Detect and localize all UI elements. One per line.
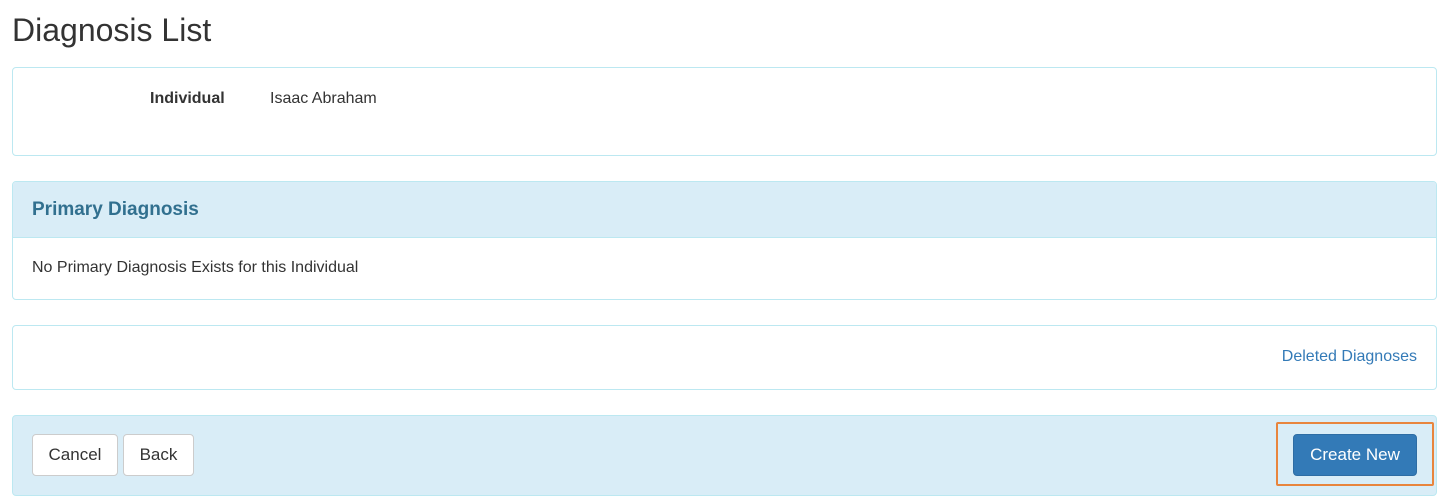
primary-diagnosis-title: Primary Diagnosis (32, 198, 199, 220)
page-title: Diagnosis List (12, 12, 212, 48)
primary-diagnosis-empty-message: No Primary Diagnosis Exists for this Ind… (32, 259, 359, 276)
deleted-diagnoses-panel: Deleted Diagnoses (12, 325, 1437, 390)
back-button[interactable]: Back (123, 434, 194, 476)
individual-panel: Individual Isaac Abraham (12, 67, 1437, 156)
primary-diagnosis-heading: Primary Diagnosis (13, 182, 1436, 238)
deleted-diagnoses-link[interactable]: Deleted Diagnoses (1281, 348, 1417, 365)
create-new-button[interactable]: Create New (1293, 434, 1417, 476)
individual-name: Isaac Abraham (270, 90, 377, 107)
cancel-button[interactable]: Cancel (32, 434, 118, 476)
individual-label: Individual (150, 90, 225, 107)
action-footer: Cancel Back Create New (12, 415, 1437, 496)
create-new-highlight: Create New (1276, 422, 1434, 486)
primary-diagnosis-panel: Primary Diagnosis No Primary Diagnosis E… (12, 181, 1437, 300)
